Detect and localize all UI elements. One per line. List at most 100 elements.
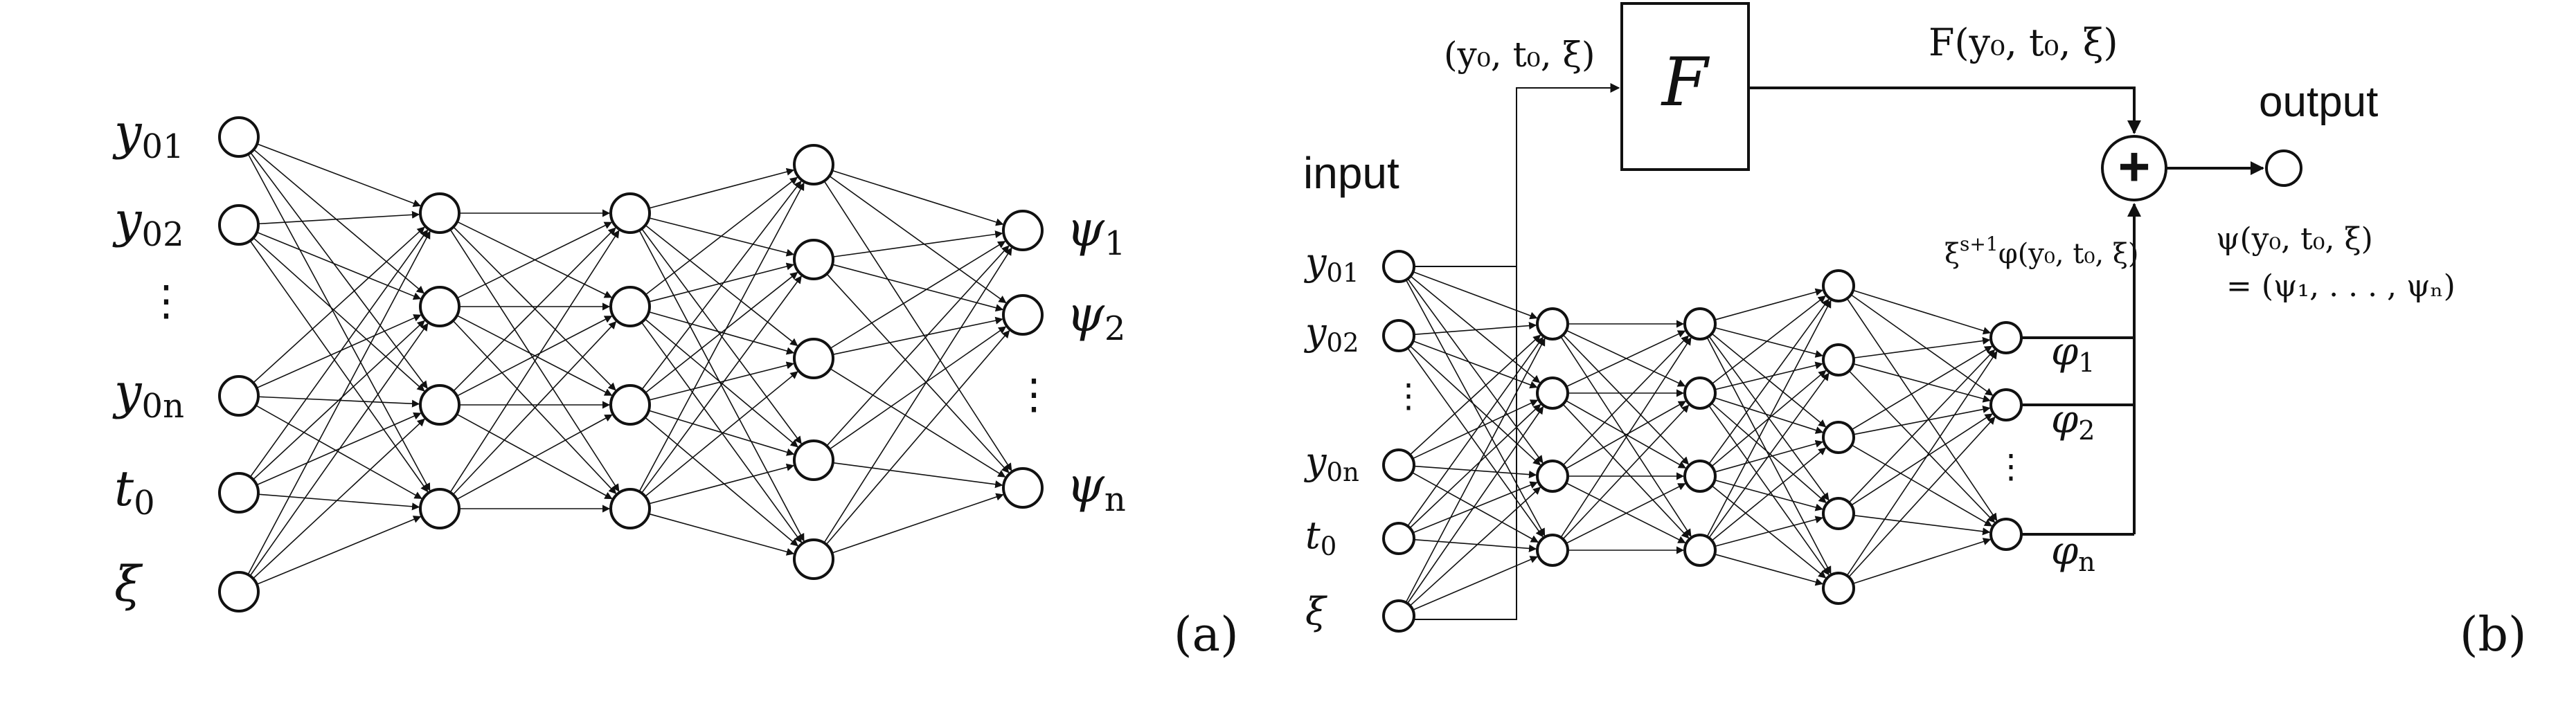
panel-a-output-label: ψn <box>1066 457 1126 519</box>
panel-a-edge <box>830 240 1006 350</box>
skip-arrow-to-F <box>1516 83 1620 266</box>
panel-b-network: (y₀, t₀, ξ) F F(y₀, t₀, ξ) + output inpu… <box>1303 2 2527 662</box>
panel-b-node-layer3 <box>1822 497 1855 530</box>
panel-a-edge <box>648 262 795 302</box>
panel-b-output-label: φ1 <box>2051 329 2095 378</box>
panel-b-node-layer4 <box>1989 388 2023 421</box>
panel-b-edge <box>1846 351 1998 577</box>
panel-a-edge <box>823 247 1012 543</box>
panel-b-edge <box>1714 397 1824 434</box>
panel-a-edge <box>832 170 1004 226</box>
panel-a-edge <box>449 230 620 493</box>
panel-a-node-layer0 <box>218 116 260 158</box>
panel-b-edge <box>1852 538 1992 585</box>
panel-a-input-label: y02 <box>112 192 184 254</box>
panel-b-output-label: ⋮ <box>1994 447 2028 486</box>
panel-b-edge <box>1409 487 1541 606</box>
panel-a-input-label: ξ <box>114 556 143 612</box>
panel-a-edge <box>648 410 795 456</box>
panel-a-nodes <box>218 116 1044 612</box>
panel-b-edge <box>1562 335 1690 466</box>
panel-b-edge <box>1708 405 1830 576</box>
panel-a-output-label: ⋮ <box>1013 370 1055 419</box>
panel-a-edge <box>452 320 617 494</box>
panel-b-edge <box>1715 516 1823 547</box>
panel-b-edge <box>1413 340 1538 389</box>
skip-bracket <box>1413 266 1517 620</box>
panel-b-edge <box>1715 554 1823 586</box>
panel-a-edge <box>832 230 1003 257</box>
panel-a-node-layer0 <box>218 375 260 417</box>
panel-a-edge <box>256 143 421 208</box>
panel-b-node-layer3 <box>1822 421 1855 454</box>
nn-output-label: ξs+1φ(y₀, t₀, ξ) <box>1944 233 2139 270</box>
panel-b-node-layer1 <box>1536 460 1569 493</box>
panel-a-edge <box>638 182 805 492</box>
panel-b-node-layer0 <box>1382 522 1415 555</box>
panel-b-edge <box>1560 336 1692 537</box>
panel-a-edge <box>830 368 1006 478</box>
panel-a-edge <box>453 226 616 391</box>
panel-a-node-layer1 <box>419 286 460 327</box>
panel-a-edge <box>644 417 798 547</box>
panel-b-edge <box>1407 347 1544 538</box>
panel-b-node-layer1 <box>1536 307 1569 341</box>
panel-b-edge <box>1565 401 1687 469</box>
panel-a-edge <box>256 314 422 389</box>
skip-input-label: (y₀, t₀, ξ) <box>1444 35 1595 75</box>
panel-b-edge <box>1853 336 1991 358</box>
panel-a-node-layer4 <box>1002 467 1044 509</box>
panel-b-edge <box>1851 413 1993 506</box>
panel-a-edge <box>645 371 798 497</box>
panel-b-edge <box>1853 514 1991 536</box>
panel-b-edge <box>1715 327 1823 358</box>
panel-a-node-layer1 <box>419 384 460 426</box>
panel-b-edge <box>1405 279 1546 536</box>
panel-a-edge <box>825 329 1010 545</box>
panel-b-edge <box>1852 289 1992 335</box>
panel-a-edge <box>832 462 1003 489</box>
panel-a-edge <box>256 405 422 499</box>
F-box-label: F <box>1661 44 1710 121</box>
panel-a-input-label: y01 <box>112 104 184 166</box>
panel-b-node-layer1 <box>1536 376 1569 410</box>
panel-a-node-layer1 <box>419 192 460 234</box>
F-output-wire <box>1748 87 2141 134</box>
panel-b-edge <box>1412 556 1538 611</box>
panel-b-edge <box>1406 406 1544 604</box>
panel-a-edge <box>253 149 424 294</box>
panel-a-edge <box>456 413 613 500</box>
panel-a-edge <box>829 326 1007 450</box>
panel-b-edge <box>1715 288 1823 320</box>
panel-a-edge <box>641 275 802 493</box>
panel-a-node-layer3 <box>793 538 834 580</box>
panel-b-edge <box>1405 338 1546 603</box>
panel-a-node-layer0 <box>218 571 260 612</box>
panel-b-edge <box>1562 403 1690 539</box>
panel-b-input-label: ξ <box>1305 590 1327 633</box>
panel-a-edge <box>641 180 802 390</box>
panel-b-edge <box>1848 370 1996 523</box>
panel-a-node-layer4 <box>1002 210 1044 251</box>
panel-b-output-label: φ2 <box>2051 397 2095 446</box>
panel-b-edge <box>1708 372 1830 538</box>
panel-b-node-layer2 <box>1683 376 1717 410</box>
panel-a-edge <box>638 230 805 542</box>
panel-b-input-label: y02 <box>1304 310 1359 358</box>
panel-b-edge <box>1711 296 1826 385</box>
panel-b-edge <box>1711 333 1827 428</box>
panel-a-node-layer3 <box>793 144 834 185</box>
result-line2: = (ψ₁, . . . , ψₙ) <box>2226 269 2456 304</box>
panel-b-edge <box>1848 349 1996 503</box>
panel-a-edge <box>648 361 795 401</box>
panel-b-edge <box>1846 298 1998 522</box>
panel-a-edge <box>456 316 613 397</box>
panel-b-edge <box>1711 402 1827 503</box>
panel-a-edge <box>252 320 425 480</box>
panel-a-edge <box>258 210 420 225</box>
panel-b-edge <box>1409 403 1541 529</box>
panel-b-tag: (b) <box>2460 608 2527 662</box>
panel-a-edge <box>249 323 429 577</box>
panel-a-node-layer2 <box>609 192 651 234</box>
